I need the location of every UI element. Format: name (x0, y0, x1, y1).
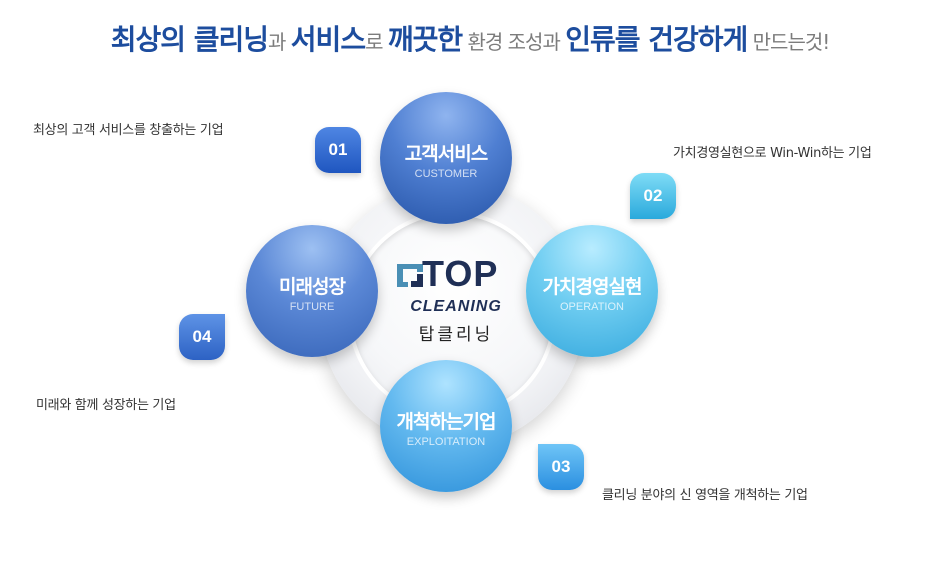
circle-subtitle: OPERATION (560, 301, 624, 313)
logo-mark-icon (397, 264, 423, 287)
headline: 최상의 클리닝과 서비스로 깨끗한 환경 조성과 인류를 건강하게 만드는것! (0, 18, 940, 64)
circle-title: 가치경영실현 (542, 276, 643, 298)
badge-03: 03 (538, 444, 584, 490)
circle-operation: 가치경영실현 OPERATION (526, 225, 658, 357)
circle-exploitation: 개척하는기업 EXPLOITATION (380, 360, 512, 492)
company-logo: TOP CLEANING 탑클리닝 (394, 254, 518, 348)
headline-part: 환경 조성과 (462, 30, 566, 54)
circle-title: 고객서비스 (404, 143, 488, 165)
headline-part: 최상의 클리닝 (110, 23, 269, 56)
circle-subtitle: EXPLOITATION (406, 436, 486, 448)
circle-customer: 고객서비스 CUSTOMER (380, 92, 512, 224)
badge-01: 01 (315, 127, 361, 173)
badge-04: 04 (179, 314, 225, 360)
circle-subtitle: CUSTOMER (414, 168, 478, 180)
description-03: 클리닝 분야의 신 영역을 개척하는 기업 (602, 488, 808, 503)
logo-korean-name: 탑클리닝 (418, 325, 494, 345)
headline-part: 로 (365, 30, 388, 54)
description-04: 미래와 함께 성장하는 기업 (36, 398, 176, 413)
badge-02: 02 (630, 173, 676, 219)
description-01: 최상의 고객 서비스를 창출하는 기업 (33, 123, 224, 138)
circle-future: 미래성장 FUTURE (246, 225, 378, 357)
logo-subtitle: CLEANING (410, 298, 502, 315)
headline-part: 인류를 건강하게 (565, 23, 748, 56)
logo-name: TOP (422, 253, 499, 294)
description-02: 가치경영실현으로 Win-Win하는 기업 (673, 146, 872, 161)
circle-title: 미래성장 (279, 276, 346, 298)
circle-title: 개척하는기업 (396, 411, 497, 433)
headline-part: 깨끗한 (387, 23, 463, 56)
headline-part: 과 (268, 30, 291, 54)
headline-part: 만드는것! (747, 30, 831, 54)
circle-subtitle: FUTURE (289, 301, 335, 313)
headline-part: 서비스 (290, 23, 366, 56)
